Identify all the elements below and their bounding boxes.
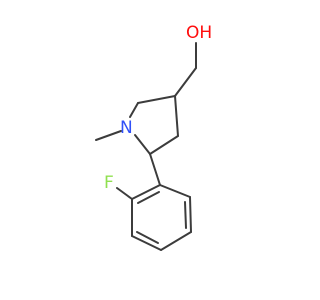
bond-ar2-ar3	[189, 196, 192, 233]
n-atom-label: N	[120, 118, 133, 138]
bond-c5-n	[134, 134, 151, 155]
atom-labels: OH N F	[104, 23, 212, 193]
bond-ar6-f	[116, 187, 133, 200]
oh-atom-label: OH	[186, 23, 212, 43]
bond-ar4-ar5	[131, 235, 162, 251]
double-bond-ar2-ar3	[184, 201, 187, 229]
bond-ar1-ar2	[159, 184, 191, 198]
double-bond-ar4-ar5	[136, 231, 159, 244]
bond-c3-c4	[174, 95, 179, 137]
structure-canvas: OH N F	[95, 23, 213, 251]
bond-n-methyl	[95, 130, 122, 141]
bond-lines	[95, 42, 197, 251]
bond-c2-n	[129, 102, 139, 118]
double-bond-ar6-ar1	[137, 191, 160, 204]
bond-c5-phenyl	[149, 153, 161, 186]
molecule-structure-diagram: OH N F	[95, 23, 212, 251]
bond-c4-c5	[149, 135, 179, 155]
bond-ar3-ar4	[160, 231, 192, 251]
bond-c3-c2	[137, 95, 176, 104]
f-atom-label: F	[104, 173, 114, 193]
bond-ch2-c3	[174, 67, 197, 97]
bond-ar6-ar1	[131, 184, 161, 200]
